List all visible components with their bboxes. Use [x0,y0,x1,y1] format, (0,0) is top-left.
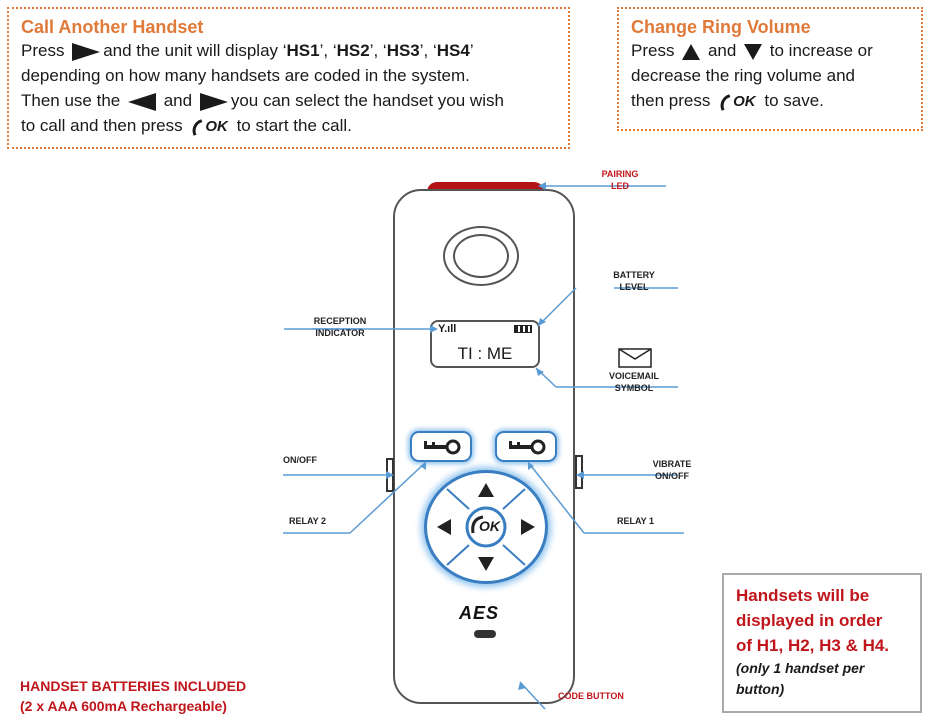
ring-box-line-3: then press OK to save. [631,88,909,114]
voicemail-envelope-icon [618,348,652,368]
call-box-line-2: depending on how many handsets are coded… [21,66,470,85]
up-arrow-icon [682,43,701,60]
ring-box-line-2: decrease the ring volume and [631,66,855,85]
handset-display: Y.ıll TI : ME [430,320,540,368]
signal-icon: Y.ıll [438,323,457,335]
ok-button-icon: OK [189,114,228,139]
battery-icon [514,325,532,333]
handset-order-note: Handsets will be displayed in order of H… [722,573,922,713]
speaker-grille [443,226,519,286]
relay-2-label: RELAY 2 [289,516,327,526]
call-box-line-3: Then use the and you can select the hand… [21,91,504,111]
relay-2-button[interactable] [410,431,472,462]
key-icon [509,439,546,455]
call-box-title: Call Another Handset [21,17,204,37]
right-arrow-icon [521,519,535,535]
call-another-handset-box: Call Another Handset Press and the unit … [7,7,570,149]
relay-1-button[interactable] [495,431,557,462]
brand-logo: AES [459,603,500,623]
call-box-line-4: to call and then press OK to start the c… [21,113,556,139]
ring-box-title: Change Ring Volume [631,17,811,37]
ok-button-label[interactable]: OK [479,518,500,534]
ring-box-line-1: Press and to increase or [631,41,873,60]
code-button-label: CODE BUTTON [558,691,624,701]
right-arrow-icon [199,92,228,111]
ok-button-icon: OK [717,89,756,114]
call-box-line-1: Press and the unit will display ‘HS1’, ‘… [21,41,474,61]
display-time: TI : ME [457,344,513,363]
key-icon [424,439,461,455]
batteries-note: HANDSET BATTERIES INCLUDED (2 x AAA 600m… [20,678,247,714]
code-button[interactable] [474,630,496,638]
left-arrow-icon [127,92,156,111]
down-arrow-icon [744,43,763,60]
navigation-pad[interactable]: OK [424,470,548,584]
down-arrow-icon [478,557,494,571]
relay-1-label: RELAY 1 [617,516,655,526]
left-arrow-icon [437,519,451,535]
ok-hook-icon [471,515,484,534]
right-arrow-icon [72,42,101,61]
on-off-label: ON/OFF [283,455,317,465]
change-ring-volume-box: Change Ring Volume Press and to increase… [617,7,923,131]
up-arrow-icon [478,483,494,497]
